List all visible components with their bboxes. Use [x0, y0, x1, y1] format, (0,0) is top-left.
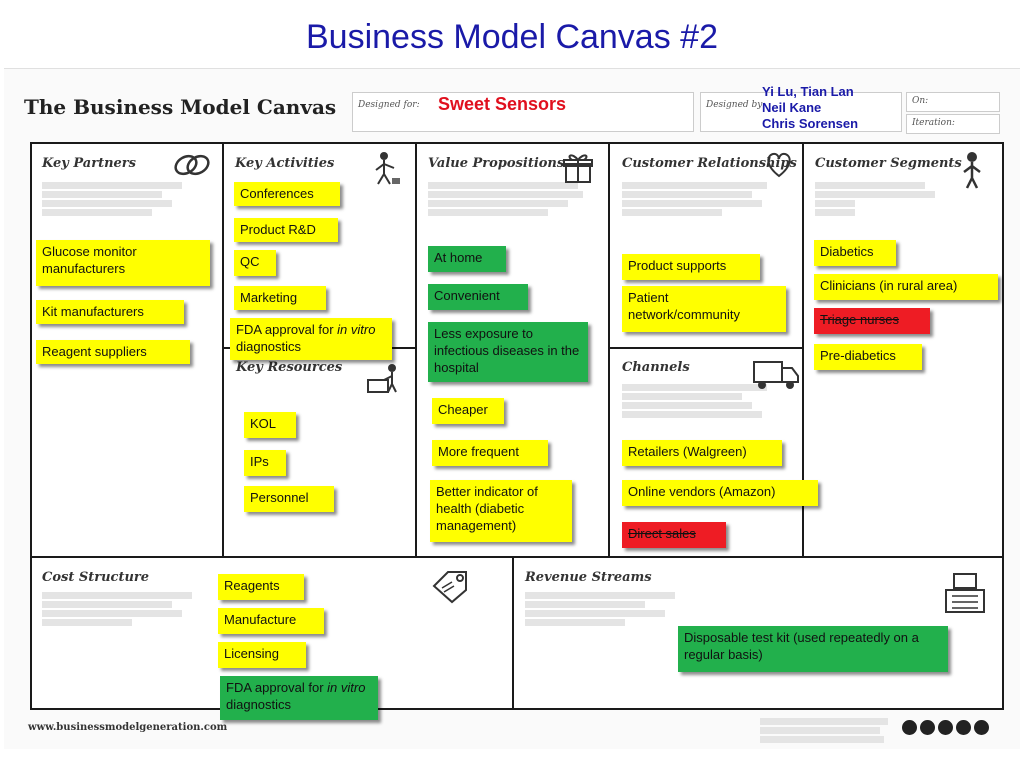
project-name: Sweet Sensors — [438, 94, 567, 114]
on-box — [906, 92, 1000, 112]
sticky-note: IPs — [244, 450, 286, 476]
author-line: Neil Kane — [762, 100, 822, 115]
grid-divider — [512, 556, 514, 710]
note-text: Glucose monitor manufacturers — [42, 244, 137, 276]
iteration-label: Iteration: — [912, 118, 955, 128]
value-propositions-title: Value Propositions — [428, 156, 565, 171]
designed-for-label: Designed for: — [358, 100, 420, 110]
canvas-brand: The Business Model Canvas — [24, 95, 337, 119]
person-icon — [963, 152, 981, 189]
attribution-icon — [920, 720, 935, 735]
note-text-italic: in vitro — [337, 322, 376, 337]
sticky-note: Triage nurses — [814, 308, 930, 334]
guide-text — [42, 182, 192, 216]
customer-segments-title: Customer Segments — [815, 156, 962, 171]
author-line: Yi Lu, Tian Lan — [762, 84, 854, 99]
sticky-note: Convenient — [428, 284, 528, 310]
sticky-note: Cheaper — [432, 398, 504, 424]
sticky-note: Diabetics — [814, 240, 896, 266]
price-tag-icon — [432, 571, 467, 604]
note-text: diagnostics — [226, 697, 292, 712]
designed-for-box — [352, 92, 694, 132]
designed-by-label: Designed by: — [706, 100, 766, 110]
sticky-note: Pre-diabetics — [814, 344, 922, 370]
sticky-note: Disposable test kit (used repeatedly on … — [678, 626, 948, 672]
sticky-note: At home — [428, 246, 506, 272]
key-activities-title: Key Activities — [235, 156, 335, 171]
grid-divider — [608, 347, 802, 349]
iteration-box — [906, 114, 1000, 134]
sticky-note: Product supports — [622, 254, 760, 280]
sticky-note: More frequent — [432, 440, 548, 466]
guide-text — [428, 182, 588, 216]
guide-text — [815, 182, 965, 216]
designed-by-box — [700, 92, 902, 132]
sticky-note: Better indicator of health (diabetic man… — [430, 480, 572, 542]
grid-divider — [222, 142, 224, 557]
license-text — [760, 718, 890, 743]
license-icons — [902, 720, 992, 740]
share-alike-icon — [938, 720, 953, 735]
grid-divider — [802, 142, 804, 557]
cash-register-icon — [945, 573, 985, 613]
sticky-note: Glucose monitor manufacturers — [36, 240, 210, 286]
grid-divider — [30, 556, 1004, 558]
slide-title: Business Model Canvas #2 — [305, 18, 718, 56]
info-icon — [974, 720, 989, 735]
sticky-note: Product R&D — [234, 218, 338, 242]
grid-divider — [608, 142, 610, 557]
authors: Yi Lu, Tian Lan Neil Kane Chris Sorensen — [762, 84, 858, 132]
guide-text — [622, 384, 772, 418]
sticky-note: Reagent suppliers — [36, 340, 190, 364]
sticky-note: Marketing — [234, 286, 326, 310]
footer-url: www.businessmodelgeneration.com — [28, 722, 228, 733]
factory-worker-icon — [367, 364, 397, 393]
sticky-note: Personnel — [244, 486, 334, 512]
note-text: FDA approval for — [226, 680, 328, 695]
sticky-note: Licensing — [218, 642, 306, 668]
sticky-note: Clinicians (in rural area) — [814, 274, 998, 300]
canvas-grid — [30, 142, 1004, 710]
sticky-note: Conferences — [234, 182, 340, 206]
note-text-italic: in vitro — [327, 680, 366, 695]
sticky-note: Less exposure to infectious diseases in … — [428, 322, 588, 382]
truck-icon — [753, 361, 799, 389]
sticky-note: Kit manufacturers — [36, 300, 184, 324]
key-partners-title: Key Partners — [42, 156, 136, 171]
sticky-note: Online vendors (Amazon) — [622, 480, 818, 506]
key-resources-title: Key Resources — [236, 360, 343, 375]
sticky-note: Patient network/community — [622, 286, 786, 332]
worker-icon — [375, 152, 400, 185]
author-line: Chris Sorensen — [762, 116, 859, 131]
revenue-streams-title: Revenue Streams — [525, 570, 652, 585]
cc-icon — [902, 720, 917, 735]
guide-text — [42, 592, 202, 626]
note-text: diagnostics — [236, 339, 302, 354]
chain-link-icon — [174, 154, 210, 176]
grid-divider — [415, 142, 417, 557]
sticky-note: KOL — [244, 412, 296, 438]
on-label: On: — [912, 96, 929, 106]
sticky-note: Direct sales — [622, 522, 726, 548]
sticky-note: Reagents — [218, 574, 304, 600]
sticky-note: FDA approval for in vitro diagnostics — [230, 318, 392, 360]
guide-text — [525, 592, 685, 626]
sticky-note: Manufacture — [218, 608, 324, 634]
channels-title: Channels — [622, 360, 690, 375]
gift-icon — [563, 154, 593, 183]
guide-text — [622, 182, 772, 216]
heart-icon — [767, 152, 791, 178]
sticky-note: Retailers (Walgreen) — [622, 440, 782, 466]
customer-relationships-title: Customer Relationships — [622, 156, 797, 171]
noncommercial-icon — [956, 720, 971, 735]
sticky-note: FDA approval for in vitro diagnostics — [220, 676, 378, 720]
sticky-note: QC — [234, 250, 276, 276]
cost-structure-title: Cost Structure — [42, 570, 150, 585]
note-text: FDA approval for — [236, 322, 338, 337]
